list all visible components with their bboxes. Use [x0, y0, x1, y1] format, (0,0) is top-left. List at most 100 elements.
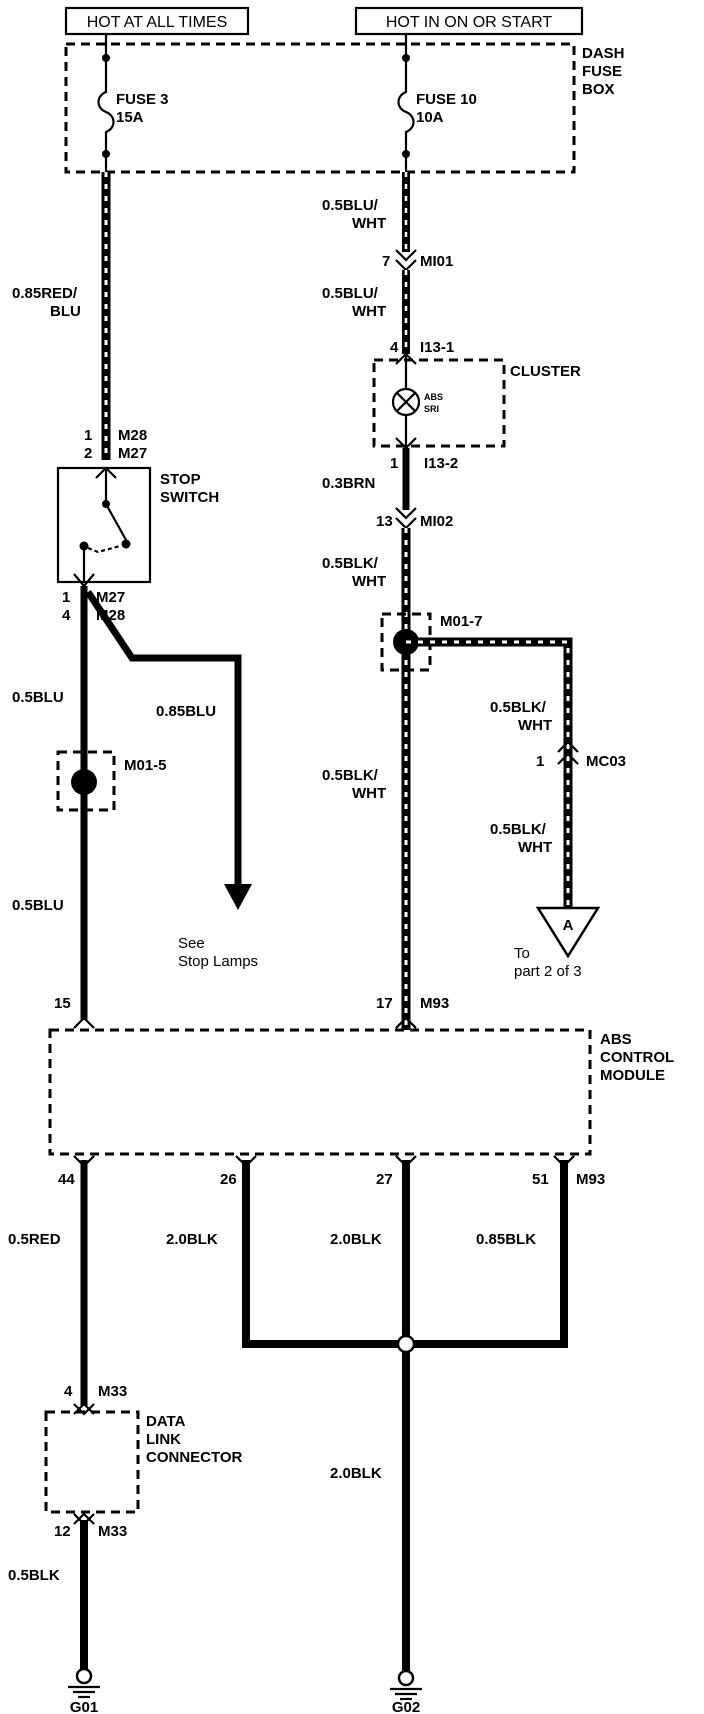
- ground-g02-label: G02: [392, 1699, 420, 1714]
- wire-label-03brn: 0.3BRN: [322, 475, 375, 492]
- offpage-arrow-a: A: [535, 906, 601, 959]
- connector-mi01: MI01: [420, 253, 453, 270]
- connector-i13-2: I13-2: [424, 455, 458, 472]
- connector-m27-bottom: M27: [96, 589, 125, 606]
- cluster: ABS SRI CLUSTER: [372, 352, 581, 450]
- data-link-connector: DATA LINK CONNECTOR: [44, 1402, 243, 1526]
- dlc-label-1: DATA: [146, 1413, 186, 1430]
- fuse-box-label-1: DASH: [582, 45, 625, 62]
- fuse-box-label-2: FUSE: [582, 63, 622, 80]
- pin-m33-12: 12: [54, 1523, 71, 1540]
- wire-label-05blu-wht-2a: 0.5BLU/: [322, 285, 379, 302]
- wire-label-20blk-g02: 2.0BLK: [330, 1465, 382, 1482]
- offpage-letter-a: A: [563, 917, 574, 934]
- pin-m93-27: 27: [376, 1171, 393, 1188]
- abs-sri-lamp-icon: [391, 387, 421, 417]
- cluster-label: CLUSTER: [510, 363, 581, 380]
- pin-m93-17: 17: [376, 995, 393, 1012]
- wire-label-20blk-27: 2.0BLK: [330, 1231, 382, 1248]
- wire-label-05blu-wht-2b: WHT: [352, 303, 386, 320]
- fuse-3-rating: 15A: [116, 109, 144, 126]
- connector-m28-top: M28: [118, 427, 147, 444]
- wire-label-085red-blu-2: BLU: [50, 303, 81, 320]
- pin-mi02-13: 13: [376, 513, 393, 530]
- dash-fuse-box: DASH FUSE BOX: [64, 42, 625, 174]
- wire-label-05blk-wht-1b: WHT: [352, 573, 386, 590]
- lamp-label-abs: ABS: [424, 392, 443, 402]
- splice-m01-5: M01-5: [124, 757, 167, 774]
- wire-blk-wht-branch: [406, 637, 579, 910]
- wire-label-05blk-wht-2b: WHT: [352, 785, 386, 802]
- fuse-3: FUSE 3 15A: [97, 34, 169, 172]
- pin-mi01-7: 7: [382, 253, 390, 270]
- wire-085blu-stop-lamps: [85, 590, 252, 910]
- wire-label-085blk-51: 0.85BLK: [476, 1231, 536, 1248]
- connector-mi02: MI02: [420, 513, 453, 530]
- wire-label-branch-2a: 0.5BLK/: [490, 821, 547, 838]
- ground-g02-icon: [390, 1669, 422, 1701]
- pin-m28-4: 4: [62, 607, 71, 624]
- connector-m27-top: M27: [118, 445, 147, 462]
- pin-m93-51: 51: [532, 1171, 549, 1188]
- to-part-2: part 2 of 3: [514, 963, 582, 980]
- pin-m93-15: 15: [54, 995, 71, 1012]
- pin-mc03-1: 1: [536, 753, 544, 770]
- connector-i13-1: I13-1: [420, 339, 454, 356]
- wire-label-branch-1b: WHT: [518, 717, 552, 734]
- pin-i13-2-1: 1: [390, 455, 398, 472]
- wire-label-05blk-wht-2a: 0.5BLK/: [322, 767, 379, 784]
- wire-label-085red-blu-1: 0.85RED/: [12, 285, 78, 302]
- header-hot-at-all-times-label: HOT AT ALL TIMES: [87, 14, 228, 31]
- dlc-label-3: CONNECTOR: [146, 1449, 243, 1466]
- header-hot-at-all-times: HOT AT ALL TIMES: [64, 6, 250, 36]
- connector-m93-top: M93: [420, 995, 449, 1012]
- pin-i13-1-4: 4: [390, 339, 399, 356]
- wire-20blk-26: [242, 1160, 406, 1348]
- stop-switch: STOP SWITCH: [56, 466, 219, 588]
- wire-blk-wht-1: [380, 528, 432, 1030]
- ground-g01-icon: [68, 1667, 100, 1699]
- wire-label-05red: 0.5RED: [8, 1231, 61, 1248]
- wire-label-05blu-2: 0.5BLU: [12, 897, 64, 914]
- fuse-box-label-3: BOX: [582, 81, 615, 98]
- connector-m93-bottom: M93: [576, 1171, 605, 1188]
- connector-m33-top: M33: [98, 1383, 127, 1400]
- wire-label-085blu: 0.85BLU: [156, 703, 216, 720]
- wire-20blk-27: [396, 1160, 416, 1674]
- stop-switch-label-2: SWITCH: [160, 489, 219, 506]
- fuse-10-name: FUSE 10: [416, 91, 477, 108]
- connector-m33-bottom: M33: [98, 1523, 127, 1540]
- connector-mc03: MC03: [586, 753, 626, 770]
- wire-label-05blk: 0.5BLK: [8, 1567, 60, 1584]
- abs-module-label-1: ABS: [600, 1031, 632, 1048]
- fuse-3-name: FUSE 3: [116, 91, 169, 108]
- pin-m33-4: 4: [64, 1383, 73, 1400]
- wire-05blu-left: [56, 586, 116, 1020]
- wire-label-branch-2b: WHT: [518, 839, 552, 856]
- header-hot-in-on-or-start: HOT IN ON OR START: [354, 6, 584, 36]
- pin-m27-1: 1: [62, 589, 70, 606]
- wire-label-05blu-wht-1a: 0.5BLU/: [322, 197, 379, 214]
- abs-control-module: ABS CONTROL MODULE: [48, 1016, 674, 1168]
- wire-085blk-51: [406, 1160, 568, 1348]
- dlc-label-2: LINK: [146, 1431, 181, 1448]
- stop-switch-label-1: STOP: [160, 471, 201, 488]
- see-stop-lamps-1: See: [178, 935, 205, 952]
- splice-m01-7: M01-7: [440, 613, 483, 630]
- abs-module-label-3: MODULE: [600, 1067, 665, 1084]
- abs-module-label-2: CONTROL: [600, 1049, 674, 1066]
- see-stop-lamps-2: Stop Lamps: [178, 953, 258, 970]
- fuse-10: FUSE 10 10A: [397, 34, 477, 172]
- ground-g01-label: G01: [70, 1699, 98, 1714]
- lamp-label-sri: SRI: [424, 404, 439, 414]
- wire-03brn: [395, 448, 417, 530]
- wire-blu-wht-1: [395, 172, 417, 272]
- wire-label-branch-1a: 0.5BLK/: [490, 699, 547, 716]
- wire-label-05blk-wht-1a: 0.5BLK/: [322, 555, 379, 572]
- pin-m27-2: 2: [84, 445, 92, 462]
- wire-label-05blu-1: 0.5BLU: [12, 689, 64, 706]
- pin-m93-26: 26: [220, 1171, 237, 1188]
- wire-label-05blu-wht-1b: WHT: [352, 215, 386, 232]
- fuse-10-rating: 10A: [416, 109, 444, 126]
